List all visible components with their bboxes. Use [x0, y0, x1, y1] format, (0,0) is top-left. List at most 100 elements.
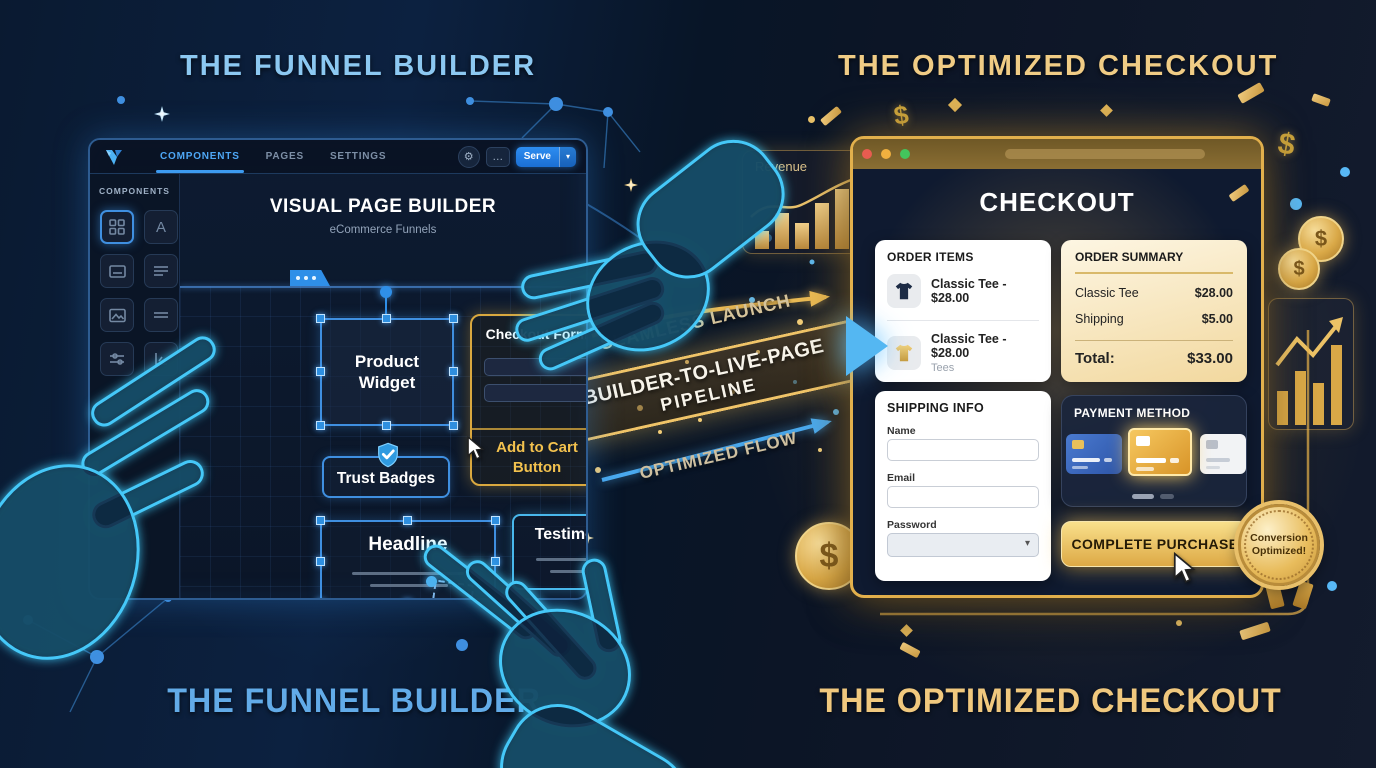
checkout-browser-window: CHECKOUT ORDER ITEMS Classic Tee - $28.0… [850, 136, 1264, 598]
close-window-button[interactable] [862, 149, 872, 159]
payment-method-title: PAYMENT METHOD [1074, 406, 1191, 420]
more-button[interactable]: … [485, 146, 510, 167]
drag-ghost-dot [426, 576, 437, 587]
name-input[interactable] [887, 439, 1039, 461]
component-tiles: A [90, 196, 179, 376]
component-tile-text[interactable]: A [144, 210, 178, 244]
confetti-dot [1176, 620, 1182, 626]
field-label-password: Password [887, 519, 937, 531]
shield-check-icon [378, 442, 398, 468]
add-to-cart-label[interactable]: Add to Cart Button [496, 439, 578, 476]
canvas-subheading: eCommerce Funnels [329, 224, 437, 236]
summary-divider [1075, 340, 1233, 341]
email-input[interactable] [887, 486, 1039, 508]
gear-button[interactable]: ⚙ [457, 145, 480, 168]
payment-card-gold-selected[interactable] [1128, 428, 1192, 476]
tab-components[interactable]: COMPONENTS [156, 140, 244, 173]
summary-row: Shipping $5.00 [1075, 312, 1233, 326]
canvas-tab-dots[interactable] [290, 270, 330, 286]
order-item-name: Classic Tee - $28.00 [931, 277, 1007, 305]
mock-input[interactable] [484, 384, 586, 402]
canvas-element-testimonials[interactable]: Testimonials [512, 514, 586, 590]
sidebar-title: COMPONENTS [99, 186, 170, 196]
component-tile-slider[interactable] [100, 342, 134, 376]
component-tile-paragraph[interactable] [144, 254, 178, 288]
summary-total-row: Total: $33.00 [1075, 350, 1233, 367]
summary-value: $5.00 [1201, 312, 1233, 326]
tab-settings[interactable]: SETTINGS [329, 151, 387, 162]
payment-card-blue[interactable] [1066, 434, 1122, 474]
canvas-element-product-widget[interactable]: Product Widget [316, 314, 458, 430]
headline-label: Headline [368, 534, 448, 555]
canvas-element-checkout-form[interactable]: Checkout Form Add to Cart Button [470, 314, 586, 486]
badge-text-line2: Optimized! [1251, 545, 1307, 557]
minimize-window-button[interactable] [881, 149, 891, 159]
summary-value: $28.00 [1194, 286, 1233, 300]
total-value: $33.00 [1187, 350, 1233, 367]
builder-canvas: VISUAL PAGE BUILDER eCommerce Funnels Pr… [180, 174, 586, 598]
summary-label: Shipping [1075, 312, 1124, 326]
component-tile-grid[interactable] [100, 210, 134, 244]
order-items-card: ORDER ITEMS Classic Tee - $28.00 [875, 240, 1051, 382]
builder-logo-icon [106, 150, 122, 165]
component-tile-image[interactable] [100, 298, 134, 332]
product-widget-label: Product Widget [354, 351, 420, 392]
total-label: Total: [1075, 350, 1115, 367]
address-bar[interactable] [1005, 149, 1205, 159]
component-tile-rows[interactable] [144, 298, 178, 332]
pipeline-arrowhead-icon [846, 316, 888, 376]
serve-button[interactable]: Serve ▾ [515, 146, 576, 167]
builder-tabs: COMPONENTS PAGES SETTINGS [156, 140, 387, 173]
payment-card-white[interactable] [1200, 434, 1246, 474]
shipping-info-title: SHIPPING INFO [887, 401, 984, 415]
chevron-down-icon: ▾ [1024, 538, 1030, 549]
order-item-row: Classic Tee - $28.00 [887, 274, 1041, 308]
order-items-title: ORDER ITEMS [887, 250, 974, 264]
canvas-heading: VISUAL PAGE BUILDER [269, 196, 497, 217]
order-summary-title: ORDER SUMMARY [1075, 250, 1233, 274]
summary-row: Classic Tee $28.00 [1075, 286, 1233, 300]
complete-purchase-button[interactable]: COMPLETE PURCHASE [1061, 521, 1249, 567]
form-divider [472, 428, 586, 430]
page-builder-window: COMPONENTS PAGES SETTINGS ⚙ … Serve ▾ CO… [88, 138, 588, 600]
component-tile-axis[interactable] [144, 342, 178, 376]
text-icon: A [155, 218, 166, 236]
paragraph-icon [154, 266, 168, 276]
checkout-heading: CHECKOUT [979, 187, 1135, 217]
order-item-name: Classic Tee - $28.00 [931, 332, 1007, 360]
growth-mini-chart [1268, 298, 1354, 430]
product-thumb [887, 336, 921, 370]
payment-method-card: PAYMENT METHOD [1061, 395, 1247, 507]
rows-icon [154, 312, 168, 318]
serve-dropdown-toggle[interactable]: ▾ [558, 146, 576, 167]
right-title-top: THE OPTIMIZED CHECKOUT [838, 50, 1279, 82]
component-tile-card[interactable] [100, 254, 134, 288]
tshirt-icon [895, 282, 913, 300]
items-divider [887, 320, 1039, 321]
image-icon [108, 308, 126, 322]
canvas-element-trust-badges[interactable]: Trust Badges [322, 442, 450, 498]
carousel-dash-active[interactable] [1132, 494, 1154, 499]
order-item-row: Classic Tee - $28.00 Tees [887, 332, 1041, 374]
maximize-window-button[interactable] [900, 149, 910, 159]
conversion-optimized-badge: Conversion Optimized! [1238, 504, 1320, 586]
right-title-bottom: THE OPTIMIZED CHECKOUT [819, 682, 1282, 720]
connector-node [380, 286, 392, 298]
order-item-subtitle: Tees [931, 362, 955, 374]
field-label-name: Name [887, 425, 916, 437]
carousel-dash[interactable] [1160, 494, 1174, 499]
checkout-form-label: Checkout Form [485, 326, 586, 342]
connector-line [385, 296, 387, 318]
password-select[interactable]: ▾ [887, 533, 1039, 557]
tab-pages[interactable]: PAGES [265, 151, 304, 162]
builder-toolbar: COMPONENTS PAGES SETTINGS ⚙ … Serve ▾ [90, 140, 586, 174]
product-thumb [887, 274, 921, 308]
mock-input[interactable] [484, 358, 586, 376]
left-title-top: THE FUNNEL BUILDER [180, 50, 537, 82]
components-sidebar: COMPONENTS A [90, 174, 180, 598]
mouse-cursor-icon [467, 436, 485, 460]
card-icon [108, 264, 126, 278]
browser-chrome [853, 139, 1261, 169]
dollar-coin-icon: $ [1278, 248, 1320, 290]
